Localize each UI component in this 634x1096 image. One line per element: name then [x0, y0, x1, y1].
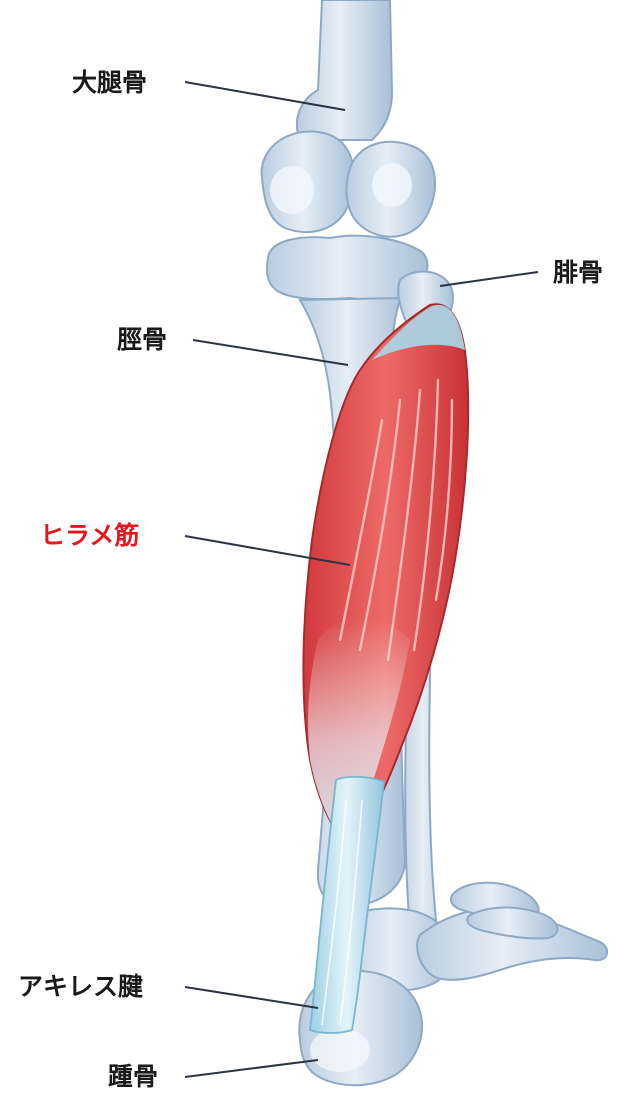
leader-fibula: [440, 272, 538, 286]
leader-achilles: [185, 987, 318, 1008]
fibula-label: 腓骨: [553, 260, 603, 285]
leader-calcaneus: [185, 1060, 318, 1077]
soleus-label: ヒラメ筋: [40, 523, 139, 548]
calcaneus-label: 踵骨: [108, 1064, 158, 1089]
achilles-label: アキレス腱: [18, 974, 143, 999]
femur-label: 大腿骨: [72, 70, 147, 95]
tibia-label: 脛骨: [117, 327, 167, 352]
femur-bone: [297, 0, 392, 140]
